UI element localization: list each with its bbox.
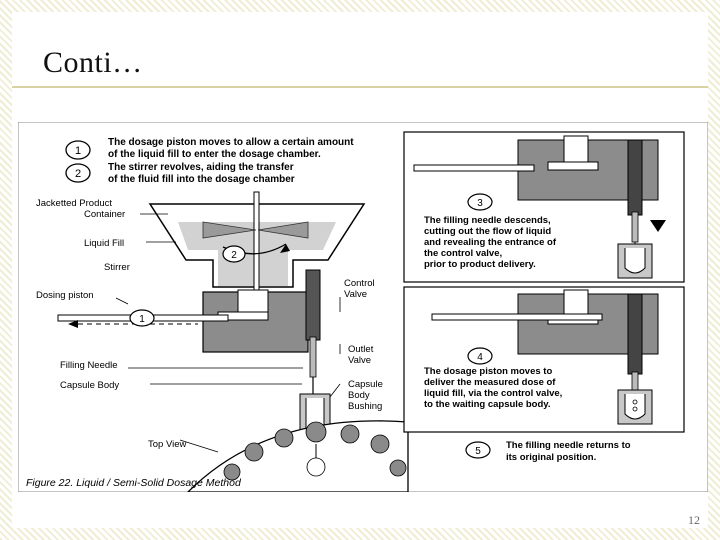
step-2-marker: 2 <box>65 163 91 183</box>
figure-caption: Figure 22. Liquid / Semi-Solid Dosage Me… <box>26 477 242 489</box>
step-3-text-line4: the control valve, <box>424 248 502 259</box>
step-4-text-line1: The dosage piston moves to <box>424 366 552 377</box>
label-jacketed-container-line1: Jacketted Product <box>36 198 112 209</box>
label-liquid-fill: Liquid Fill <box>84 238 124 249</box>
label-control-valve-line1: Control <box>344 278 375 289</box>
step-3-text-line5: prior to product delivery. <box>424 259 536 270</box>
step-4-text-line4: to the waiting capsule body. <box>424 399 551 410</box>
step-1-text-line2: of the liquid fill to enter the dosage c… <box>108 149 321 160</box>
dosage-method-figure: 1 The dosage piston moves to allow a cer… <box>18 122 708 492</box>
step-4-panel: 4 <box>403 286 685 433</box>
top-view-disc-drawing <box>187 420 409 492</box>
label-outlet-valve-line2: Valve <box>348 355 371 366</box>
label-filling-needle: Filling Needle <box>60 360 118 371</box>
step-1-marker: 1 <box>65 140 91 160</box>
label-bushing-line1: Capsule <box>348 379 383 390</box>
product-container-drawing: 2 <box>148 191 366 293</box>
label-bushing-line3: Bushing <box>348 401 382 412</box>
step-5-number: 5 <box>475 446 481 457</box>
step-3-panel: 3 <box>403 131 685 283</box>
step-3-number: 3 <box>477 198 483 209</box>
slide-title: Conti… <box>43 46 143 79</box>
label-outlet-valve-line1: Outlet <box>348 344 374 355</box>
step-3-text-line3: and revealing the entrance of <box>424 237 557 248</box>
dosage-block-drawing: 1 <box>57 269 321 394</box>
diagram-step-2-number: 2 <box>231 250 237 261</box>
label-top-view: Top View <box>148 439 187 450</box>
diagram-step-1-number: 1 <box>139 314 145 325</box>
page-number: 12 <box>688 513 700 527</box>
step-3-text-line1: The filling needle descends, <box>424 215 551 226</box>
step-3-text-line2: cutting out the flow of liquid <box>424 226 551 237</box>
step-4-number: 4 <box>477 352 483 363</box>
label-capsule-body: Capsule Body <box>60 380 119 391</box>
title-divider <box>12 86 708 88</box>
label-control-valve-line2: Valve <box>344 289 367 300</box>
step-5-marker: 5 <box>465 441 491 459</box>
step-4-text-line2: deliver the measured dose of <box>424 377 556 388</box>
step-2-text-line1: The stirrer revolves, aiding the transfe… <box>108 162 294 173</box>
step-2-number: 2 <box>75 168 81 180</box>
step-4-text-line3: liquid fill, via the control valve, <box>424 388 562 399</box>
step-5-text-line1: The filling needle returns to <box>506 440 631 451</box>
step-1-text-line1: The dosage piston moves to allow a certa… <box>108 137 354 148</box>
step-2-text-line2: of the fluid fill into the dosage chambe… <box>108 174 295 185</box>
step-1-number: 1 <box>75 145 81 157</box>
step-5-text-line2: its original position. <box>506 452 596 463</box>
label-leader-lines <box>115 213 341 453</box>
label-jacketed-container-line2: Container <box>84 209 125 220</box>
label-dosing-piston: Dosing piston <box>36 290 94 301</box>
label-stirrer: Stirrer <box>104 262 130 273</box>
label-bushing-line2: Body <box>348 390 370 401</box>
